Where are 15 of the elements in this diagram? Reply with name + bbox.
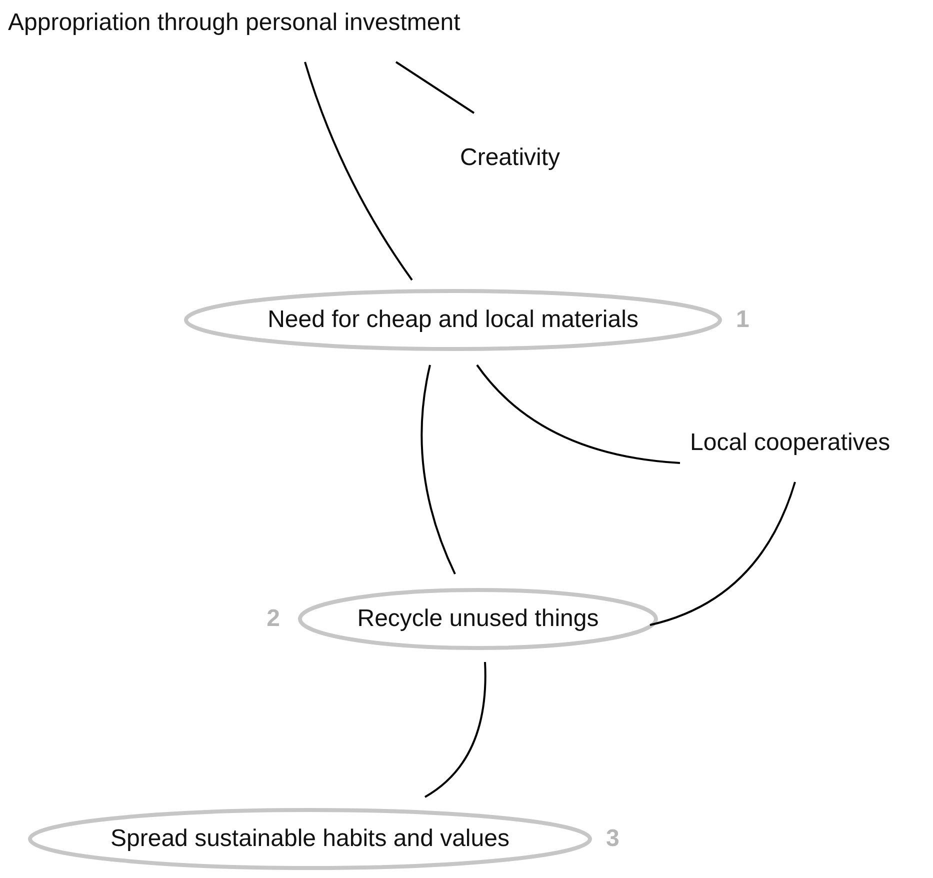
connector-line xyxy=(304,62,413,281)
connector-line xyxy=(395,61,475,114)
step-number: 1 xyxy=(736,306,750,334)
node-label: Recycle unused things xyxy=(357,605,599,633)
node-label: Local cooperatives xyxy=(690,429,890,457)
step-number: 3 xyxy=(606,825,620,853)
connector-line xyxy=(476,364,680,464)
node-label: Spread sustainable habits and values xyxy=(110,825,510,853)
connector-line xyxy=(650,482,796,626)
step-number: 2 xyxy=(266,605,280,633)
node-label: Creativity xyxy=(460,144,560,172)
connector-line xyxy=(420,364,456,574)
node-label: Appropriation through personal investment xyxy=(8,9,460,37)
node-label: Need for cheap and local materials xyxy=(268,306,638,334)
connector-line xyxy=(424,662,486,798)
